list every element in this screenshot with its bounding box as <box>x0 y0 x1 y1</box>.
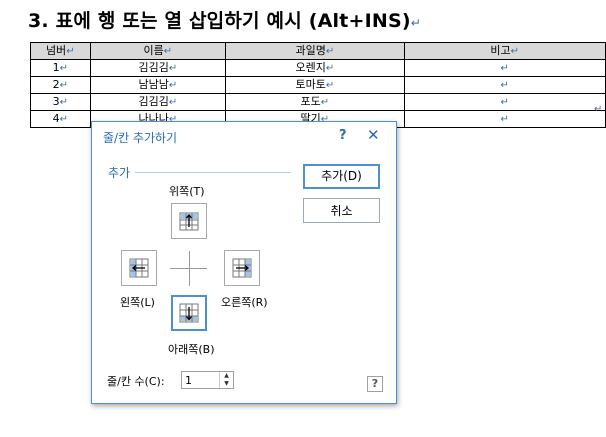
cell-mark: ↵ <box>59 63 68 74</box>
count-stepper[interactable]: ▲ ▼ <box>181 371 234 389</box>
cell-mark: ↵ <box>168 97 178 108</box>
direction-label-left[interactable]: 왼쪽(L) <box>120 296 155 309</box>
header-text: 이름 <box>143 44 164 57</box>
heading-text: 3. 표에 행 또는 열 삽입하기 예시 (Alt+INS) <box>28 10 411 32</box>
direction-label-right[interactable]: 오른쪽(R) <box>221 296 268 309</box>
table-cell[interactable]: ↵ <box>403 76 606 94</box>
cell-text: 토마토 <box>295 78 326 91</box>
table-row: 2↵ 남남남↵ 토마토↵ ↵ <box>30 76 606 94</box>
cross-divider-horizontal <box>170 268 207 269</box>
cell-text: 1 <box>52 61 60 74</box>
table-row: 1↵ 김김김↵ 오렌지↵ ↵ <box>30 59 606 77</box>
group-label-add: 추가 <box>108 166 131 180</box>
table-row: 3↵ 김김김↵ 포도↵ ↵ <box>30 93 606 111</box>
table-cell[interactable]: ↵ <box>403 110 606 128</box>
header-cell[interactable]: 비고↵ <box>403 42 606 60</box>
header-cell[interactable]: 이름↵ <box>89 42 227 60</box>
cell-mark: ↵ <box>59 97 68 108</box>
count-field[interactable] <box>183 373 219 387</box>
table-cell[interactable]: 3↵ <box>30 93 91 111</box>
cell-mark: ↵ <box>500 80 509 91</box>
spin-down-icon[interactable]: ▼ <box>224 380 229 387</box>
insert-above-icon[interactable] <box>171 203 207 239</box>
cell-text: 4 <box>52 112 60 125</box>
dialog-titlebar[interactable]: 줄/칸 추가하기 ? ✕ <box>92 122 396 152</box>
table-cell[interactable]: 김김김↵ <box>89 93 227 111</box>
cell-text: 포도 <box>300 95 321 108</box>
cell-mark: ↵ <box>163 46 173 57</box>
group-divider <box>135 172 291 173</box>
header-text: 넘버 <box>45 44 67 57</box>
document-table: 넘버↵ 이름↵ 과일명↵ 비고↵ 1↵ 김김김↵ 오렌지↵ ↵ 2↵ 남남남↵ … <box>30 42 606 128</box>
table-cell[interactable]: 김김김↵ <box>89 59 227 77</box>
table-cell[interactable]: 1↵ <box>30 59 91 77</box>
cell-mark: ↵ <box>59 114 68 125</box>
cell-mark: ↵ <box>59 80 68 91</box>
spin-buttons[interactable]: ▲ ▼ <box>219 372 233 388</box>
table-cell[interactable]: 4↵ <box>30 110 91 128</box>
table-cell[interactable]: 포도↵ <box>225 93 405 111</box>
cell-text: 김김김 <box>138 61 169 74</box>
table-cell[interactable]: 2↵ <box>30 76 91 94</box>
count-label: 줄/칸 수(C): <box>107 375 165 388</box>
table-cell[interactable]: ↵ <box>403 93 606 111</box>
cell-text: 김김김 <box>138 95 169 108</box>
cell-text: 2 <box>52 78 60 91</box>
header-cell[interactable]: 넘버↵ <box>30 42 91 60</box>
cell-mark: ↵ <box>500 114 509 125</box>
row-end-mark: ↵ <box>594 104 603 115</box>
cell-mark: ↵ <box>168 114 178 125</box>
table-cell[interactable]: 남남남↵ <box>89 76 227 94</box>
cell-mark: ↵ <box>500 63 509 74</box>
insert-below-icon[interactable] <box>171 295 207 331</box>
cell-mark: ↵ <box>168 63 178 74</box>
table-cell[interactable]: 토마토↵ <box>225 76 405 94</box>
table-header-row: 넘버↵ 이름↵ 과일명↵ 비고↵ <box>30 42 606 60</box>
cell-mark: ↵ <box>66 46 75 57</box>
help-button[interactable]: ? <box>367 376 383 392</box>
cell-mark: ↵ <box>320 114 330 125</box>
header-text: 과일명 <box>295 44 326 57</box>
direction-label-below[interactable]: 아래쪽(B) <box>168 343 215 356</box>
direction-label-above[interactable]: 위쪽(T) <box>169 185 205 198</box>
cell-mark: ↵ <box>510 46 520 57</box>
cross-divider-vertical <box>189 251 190 286</box>
add-button[interactable]: 추가(D) <box>303 164 380 189</box>
cell-text: 3 <box>52 95 60 108</box>
cell-text: 남남남 <box>138 78 169 91</box>
cell-text: 오렌지 <box>295 61 326 74</box>
document-heading: 3. 표에 행 또는 열 삽입하기 예시 (Alt+INS)↵ <box>28 6 421 33</box>
close-icon[interactable]: ✕ <box>367 126 380 144</box>
header-text: 비고 <box>490 44 511 57</box>
insert-right-icon[interactable] <box>224 250 260 286</box>
cell-mark: ↵ <box>168 80 178 91</box>
cell-mark: ↵ <box>325 80 335 91</box>
table-cell[interactable]: 오렌지↵ <box>225 59 405 77</box>
cell-mark: ↵ <box>325 46 335 57</box>
insert-rows-columns-dialog: 줄/칸 추가하기 ? ✕ 추가 추가(D) 취소 위쪽(T) 왼쪽(L) 오른쪽… <box>91 121 397 404</box>
cancel-button[interactable]: 취소 <box>303 198 380 223</box>
help-icon[interactable]: ? <box>339 128 347 143</box>
dialog-title: 줄/칸 추가하기 <box>103 131 178 145</box>
insert-left-icon[interactable] <box>121 250 157 286</box>
header-cell[interactable]: 과일명↵ <box>225 42 405 60</box>
table-cell[interactable]: ↵ <box>403 59 606 77</box>
cell-mark: ↵ <box>320 97 330 108</box>
spin-up-icon[interactable]: ▲ <box>224 372 229 379</box>
cell-mark: ↵ <box>325 63 335 74</box>
cell-mark: ↵ <box>500 97 509 108</box>
paragraph-mark: ↵ <box>410 16 422 30</box>
